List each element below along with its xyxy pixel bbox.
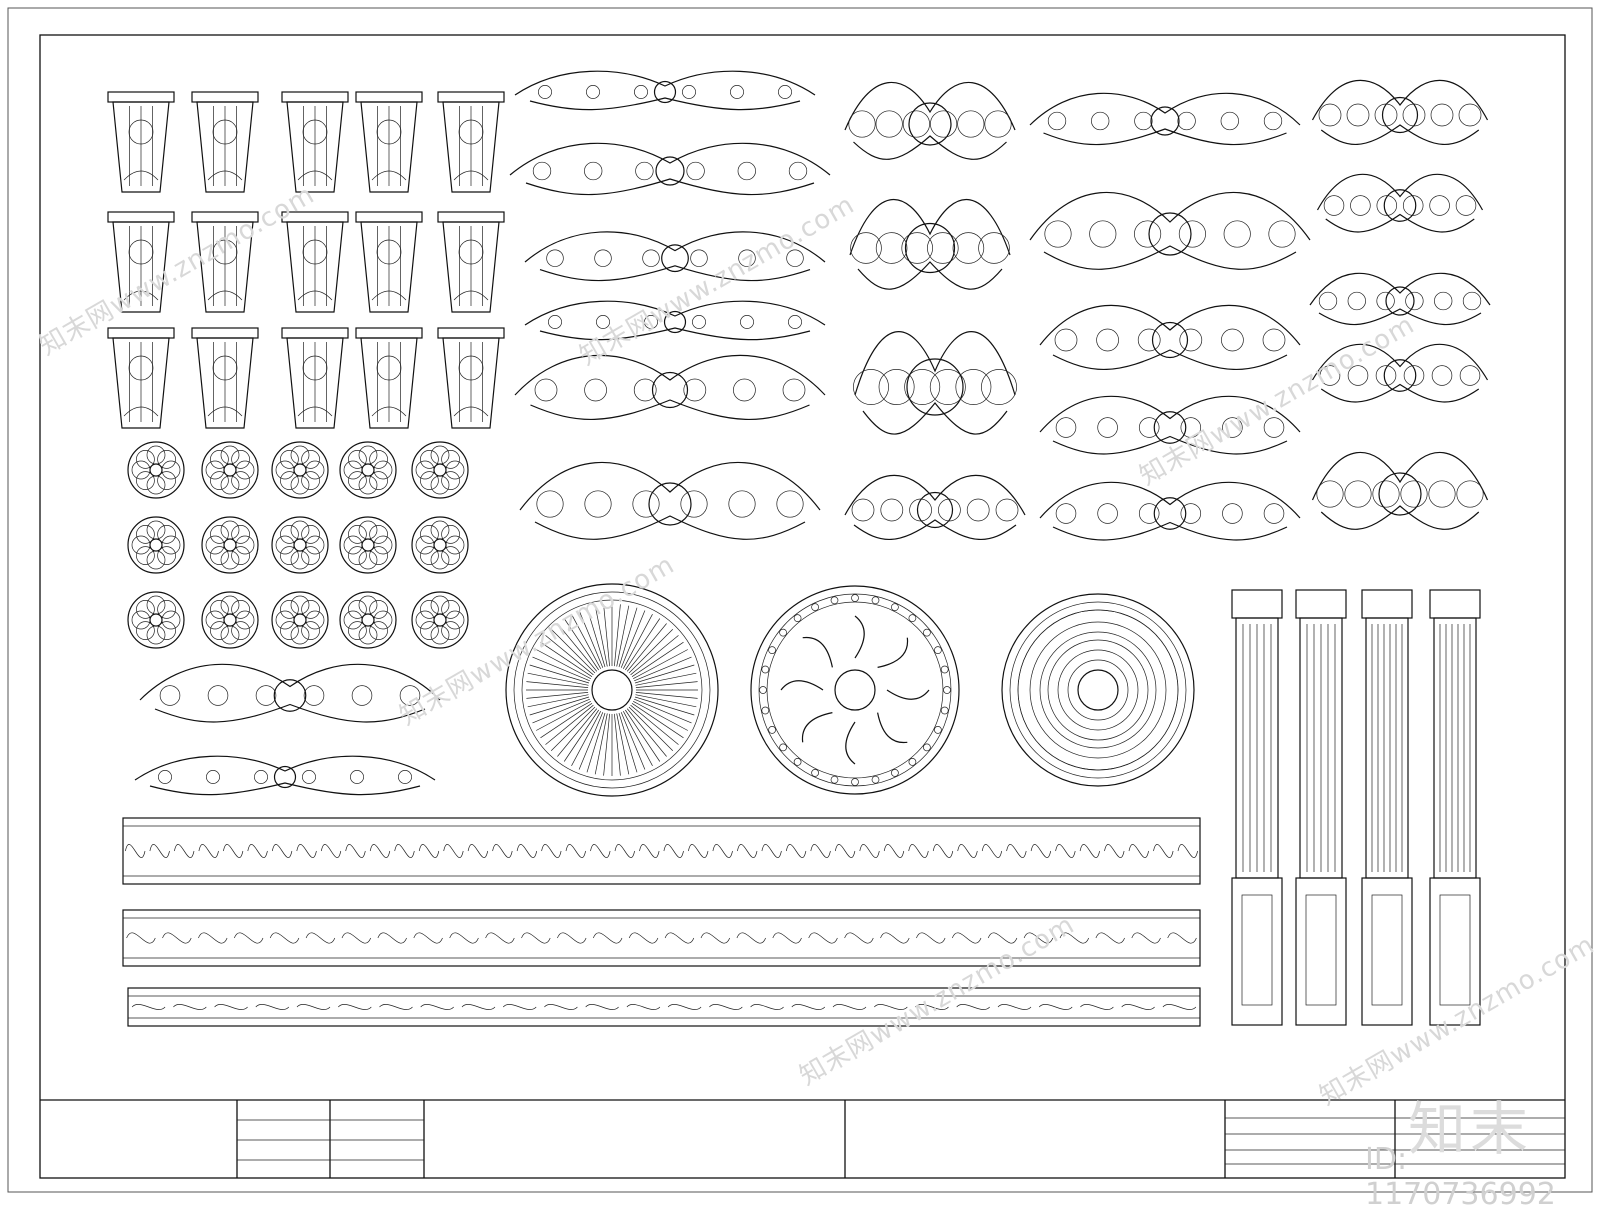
- frieze-molding: [122, 909, 1201, 967]
- title-block: [40, 1099, 1565, 1178]
- rosette: [201, 516, 259, 574]
- corbel: [437, 327, 505, 429]
- corbel: [281, 91, 349, 193]
- frieze-molding: [122, 817, 1201, 885]
- rosette: [411, 516, 469, 574]
- rosette: [127, 516, 185, 574]
- scroll-ornament: [514, 354, 826, 421]
- ceiling-medallion: [750, 585, 960, 795]
- scroll-ornament: [1316, 173, 1484, 233]
- pilaster-column: [1231, 589, 1283, 1026]
- rosette: [127, 441, 185, 499]
- column-group: [1231, 589, 1481, 1026]
- corbel: [281, 211, 349, 313]
- scroll-ornament: [853, 331, 1017, 435]
- corbel: [355, 91, 423, 193]
- rosette: [271, 516, 329, 574]
- pilaster-column: [1429, 589, 1481, 1026]
- scroll-ornament: [1029, 92, 1301, 146]
- corbel: [281, 327, 349, 429]
- scroll-ornament: [524, 300, 826, 341]
- corbel: [355, 211, 423, 313]
- corbel: [191, 211, 259, 313]
- scroll-ornament: [514, 70, 816, 111]
- corbel: [437, 211, 505, 313]
- corbel-group: [107, 91, 505, 429]
- watermark-id: ID: 1170736992: [1365, 1142, 1556, 1212]
- corbel: [355, 327, 423, 429]
- scroll-ornament: [1039, 395, 1301, 455]
- corbel: [191, 327, 259, 429]
- scroll-ornament: [1029, 191, 1311, 270]
- scroll-ornament: [139, 663, 441, 723]
- rosette-group: [127, 441, 469, 649]
- scroll-ornament: [849, 198, 1011, 290]
- rosette: [127, 591, 185, 649]
- pilaster-column: [1295, 589, 1347, 1026]
- scroll-ornament: [1311, 79, 1489, 145]
- scroll-ornament: [1311, 343, 1489, 403]
- rosette: [201, 591, 259, 649]
- rosette: [271, 441, 329, 499]
- scroll-ornament: [844, 81, 1016, 160]
- ceiling-medallion: [505, 583, 719, 797]
- ceiling-medallion-group: [505, 583, 1195, 797]
- scroll-ornament: [524, 231, 826, 282]
- rosette: [411, 591, 469, 649]
- scroll-ornament-group: [134, 70, 1491, 796]
- rosette: [201, 441, 259, 499]
- scroll-ornament: [134, 755, 436, 796]
- rosette: [411, 441, 469, 499]
- scroll-ornament: [1039, 304, 1301, 370]
- scroll-ornament: [844, 474, 1026, 540]
- corbel: [437, 91, 505, 193]
- corbel: [191, 91, 259, 193]
- scroll-ornament: [1309, 272, 1491, 326]
- frieze-molding: [127, 987, 1201, 1027]
- corbel: [107, 211, 175, 313]
- corbel: [107, 327, 175, 429]
- corbel: [107, 91, 175, 193]
- drawing-frame: [39, 34, 1566, 1179]
- watermark-logo: 知末: [1408, 1095, 1533, 1163]
- scroll-ornament: [1311, 451, 1489, 530]
- frieze-molding-group: [122, 817, 1201, 1027]
- scroll-ornament: [519, 461, 821, 540]
- rosette: [339, 441, 397, 499]
- ceiling-medallion: [1001, 593, 1195, 787]
- outer-sheet-border: [7, 7, 1593, 1193]
- rosette: [339, 591, 397, 649]
- scroll-ornament: [1039, 481, 1301, 541]
- rosette: [271, 591, 329, 649]
- rosette: [339, 516, 397, 574]
- pilaster-column: [1361, 589, 1413, 1026]
- scroll-ornament: [509, 142, 831, 196]
